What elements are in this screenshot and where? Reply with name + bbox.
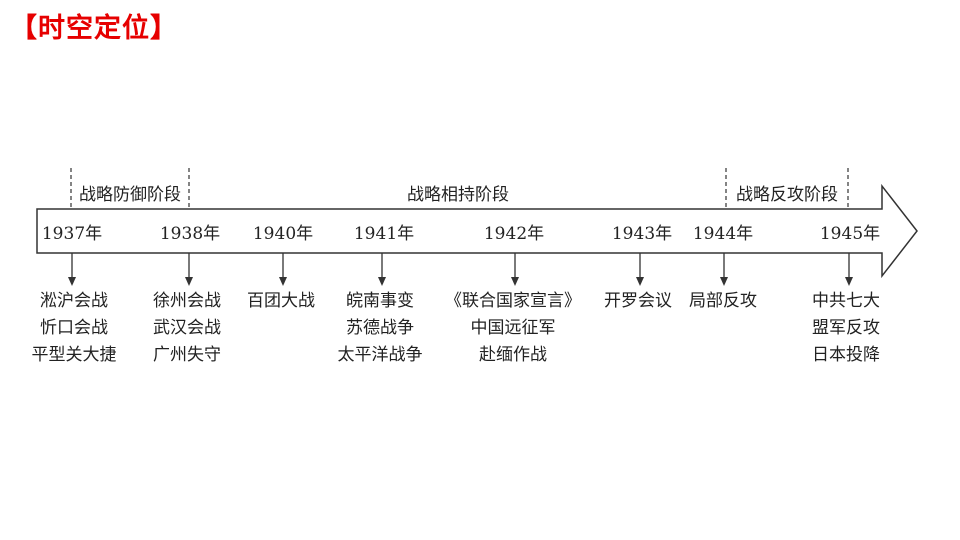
year-label: 1944年 bbox=[692, 224, 754, 244]
events-1945: 中共七大 盟军反攻 日本投降 bbox=[812, 288, 880, 369]
events-1944: 局部反攻 bbox=[689, 288, 757, 315]
events-1940: 百团大战 bbox=[247, 288, 315, 315]
year-label: 1940年 bbox=[252, 224, 314, 244]
event-label: 《联合国家宣言》 bbox=[445, 291, 581, 311]
events-1942: 《联合国家宣言》 中国远征军 赴缅作战 bbox=[445, 288, 581, 369]
events-1938: 徐州会战 武汉会战 广州失守 bbox=[153, 288, 221, 369]
page-title: 【时空定位】 bbox=[10, 13, 178, 44]
year-label: 1942年 bbox=[483, 224, 545, 244]
events-1937: 淞沪会战 忻口会战 平型关大捷 bbox=[32, 288, 117, 369]
event-label: 百团大战 bbox=[247, 291, 315, 311]
event-arrow-head bbox=[636, 277, 644, 286]
year-label: 1945年 bbox=[819, 224, 881, 244]
event-arrow-head bbox=[185, 277, 193, 286]
event-arrow-head bbox=[720, 277, 728, 286]
event-label: 淞沪会战 bbox=[40, 291, 108, 311]
event-arrow-head bbox=[378, 277, 386, 286]
events-1941: 皖南事变 苏德战争 太平洋战争 bbox=[338, 288, 423, 369]
event-label: 武汉会战 bbox=[153, 318, 221, 338]
year-label: 1938年 bbox=[159, 224, 221, 244]
event-label: 平型关大捷 bbox=[31, 345, 117, 365]
event-arrow-head bbox=[68, 277, 76, 286]
event-label: 赴缅作战 bbox=[479, 345, 547, 365]
year-label: 1943年 bbox=[611, 224, 673, 244]
stage-label-stalemate: 战略相持阶段 bbox=[407, 185, 509, 205]
event-label: 日本投降 bbox=[812, 345, 880, 365]
year-label: 1941年 bbox=[353, 224, 415, 244]
event-label: 开罗会议 bbox=[604, 291, 672, 311]
timeline-arrow bbox=[36, 183, 918, 279]
year-label: 1937年 bbox=[41, 224, 103, 244]
event-label: 苏德战争 bbox=[346, 318, 414, 338]
events-1943: 开罗会议 bbox=[604, 288, 672, 315]
stage-label-counteroffensive: 战略反攻阶段 bbox=[736, 185, 838, 205]
event-label: 局部反攻 bbox=[689, 291, 757, 311]
event-label: 广州失守 bbox=[153, 345, 221, 365]
event-label: 盟军反攻 bbox=[812, 318, 880, 338]
event-arrow-head bbox=[279, 277, 287, 286]
event-label: 中共七大 bbox=[812, 291, 880, 311]
stage-label-defense: 战略防御阶段 bbox=[79, 185, 181, 205]
event-label: 中国远征军 bbox=[470, 318, 556, 338]
event-arrow-head bbox=[511, 277, 519, 286]
event-label: 忻口会战 bbox=[40, 318, 108, 338]
event-label: 皖南事变 bbox=[346, 291, 414, 311]
event-label: 太平洋战争 bbox=[337, 345, 423, 365]
event-arrow-head bbox=[845, 277, 853, 286]
event-label: 徐州会战 bbox=[153, 291, 221, 311]
